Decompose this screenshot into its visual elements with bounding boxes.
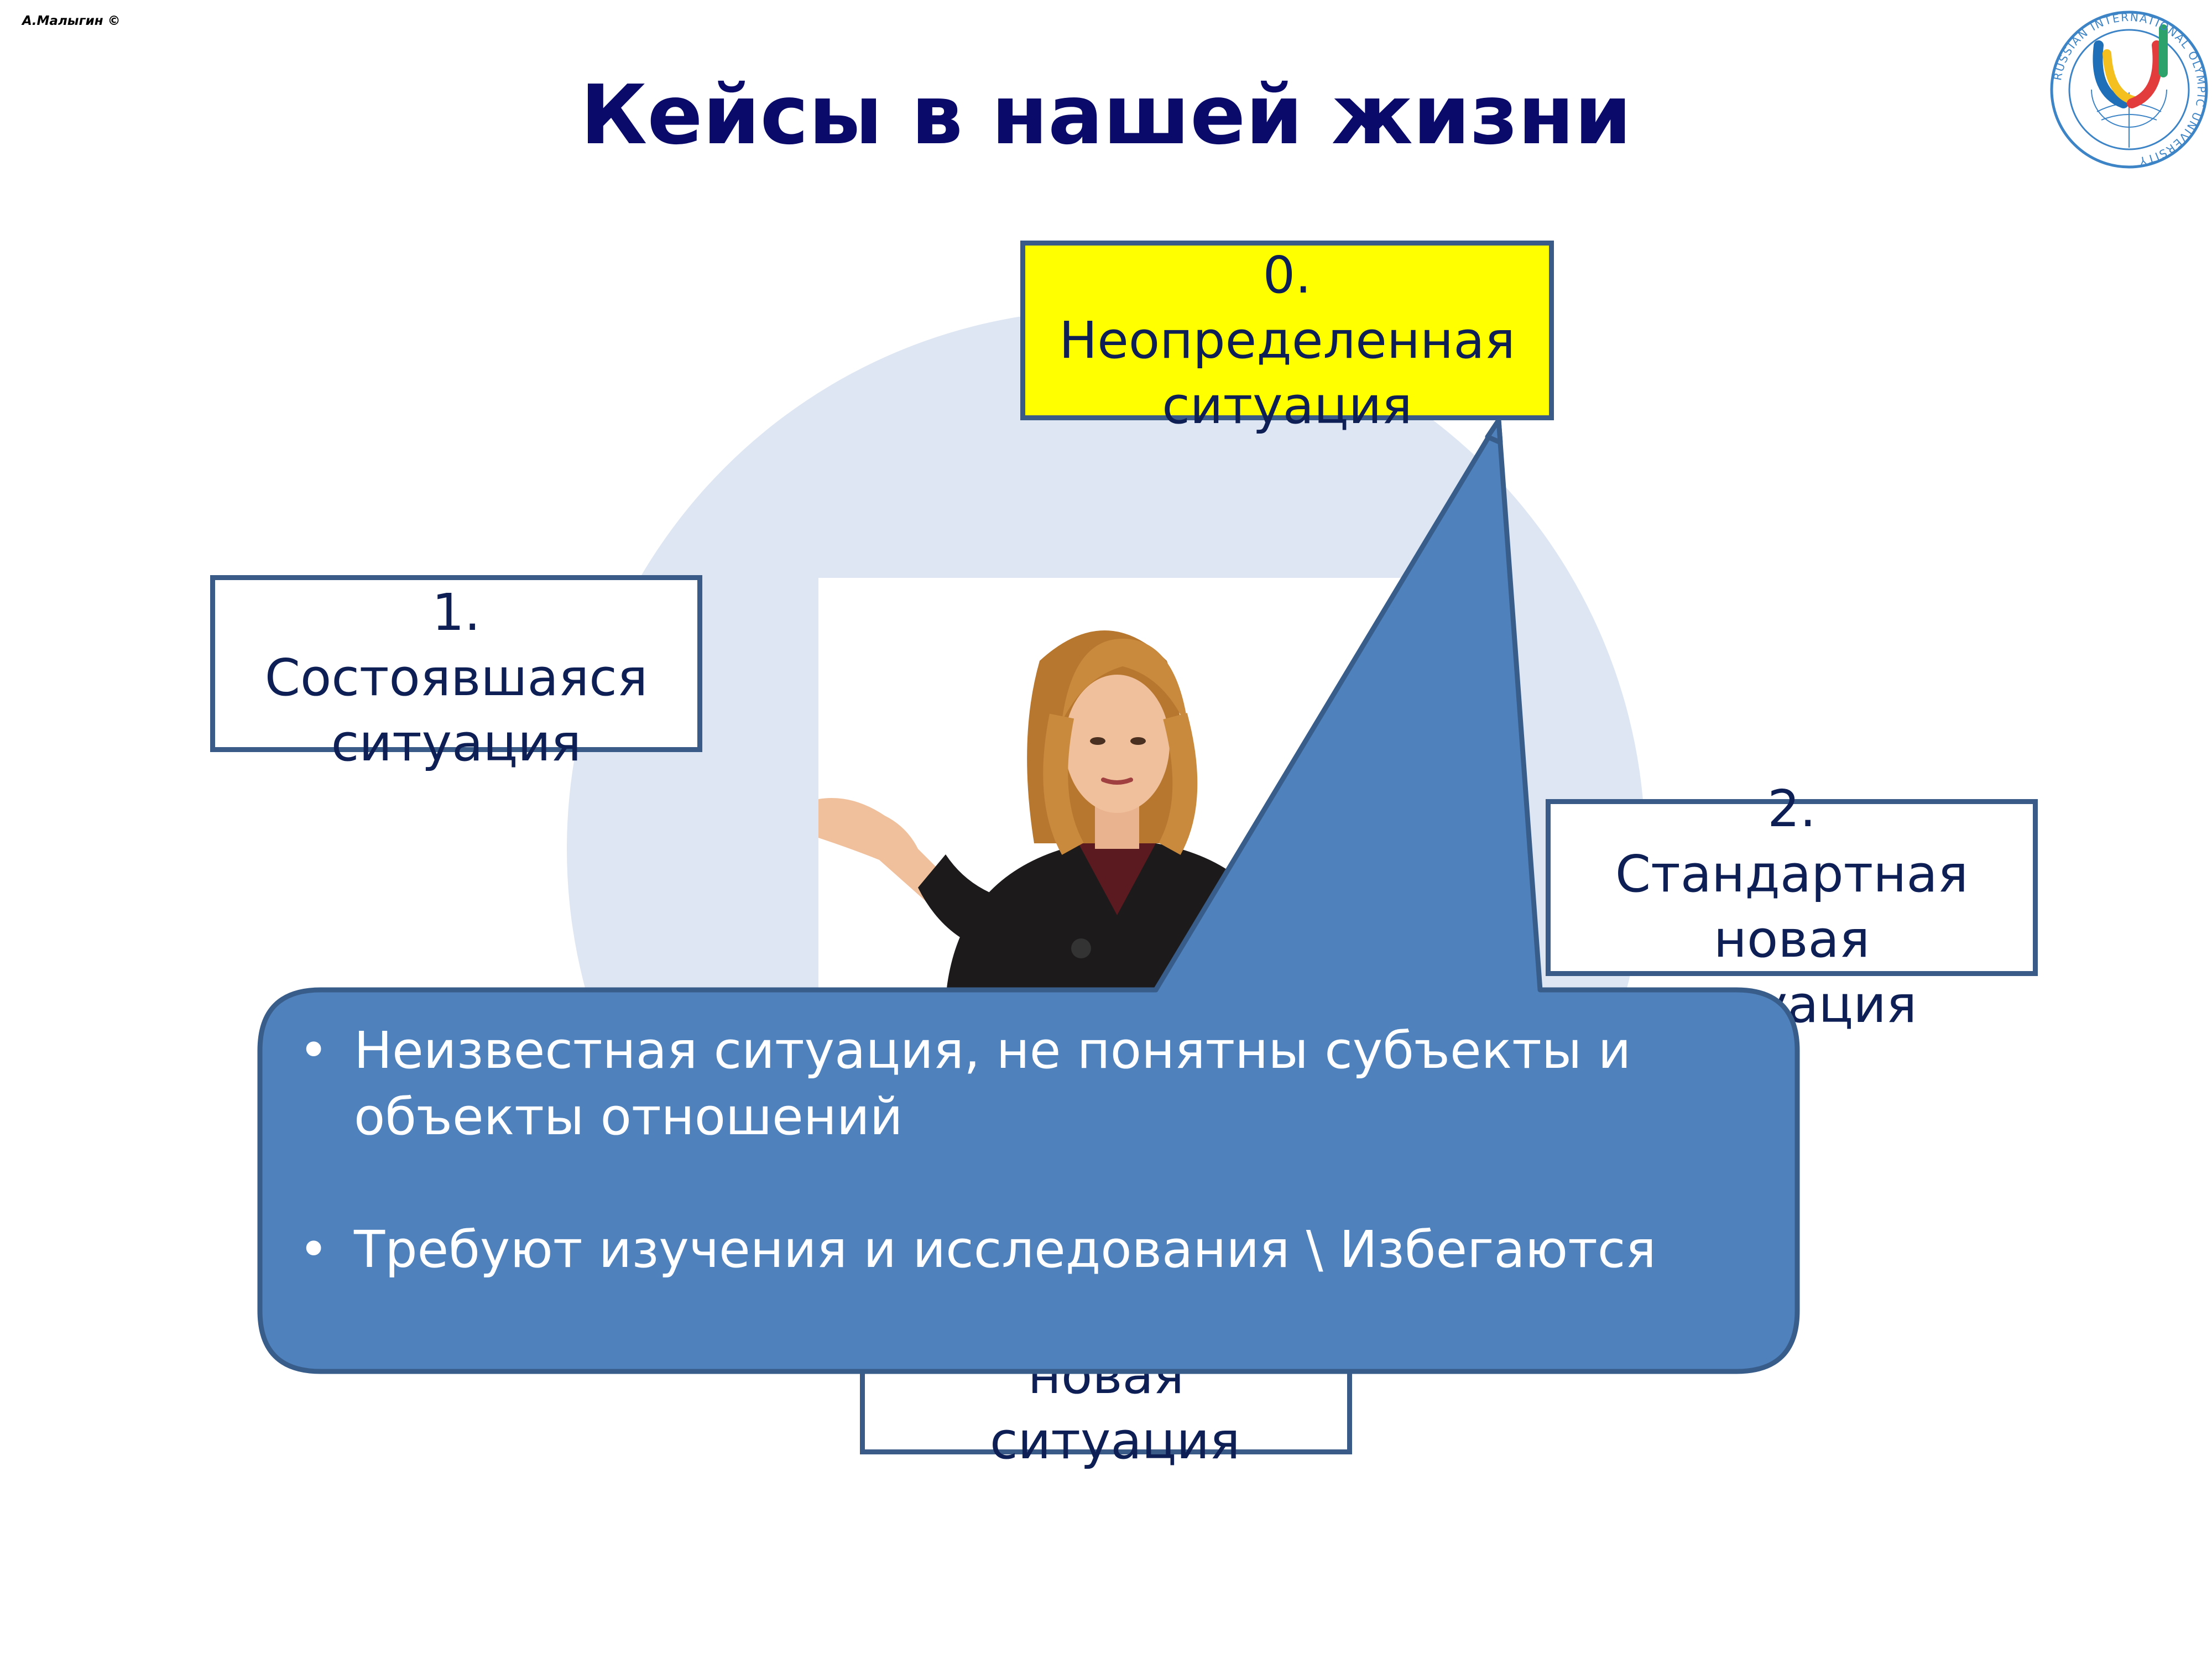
bullet-symbol: • <box>299 1220 329 1279</box>
university-logo: RUSSIAN INTERNATIONAL OLYMPIC UNIVERSITY <box>2050 11 2208 169</box>
box-number: 0. <box>1262 246 1312 305</box>
bullet-item: • Требуют изучения и исследования \ Избе… <box>299 1217 1781 1283</box>
box-number: 2. <box>1767 779 1816 838</box>
callout-bullets: • Неизвестная ситуация, не понятны субъе… <box>299 1018 1781 1349</box>
box-number: 1. <box>432 583 481 642</box>
slide-title: Кейсы в нашей жизни <box>580 67 1632 163</box>
situation-box-0: 0. Неопределенная ситуация <box>1020 241 1554 435</box>
bullet-item: • Неизвестная ситуация, не понятны субъе… <box>299 1018 1781 1150</box>
box-label: Неопределенная ситуация <box>1059 311 1515 435</box>
author-credit: А.Малыгин © <box>22 14 121 28</box>
bullet-symbol: • <box>299 1021 329 1080</box>
bullet-text: Неизвестная ситуация, не понятны субъект… <box>354 1021 1631 1146</box>
situation-box-1: 1. Состоявшаяся ситуация <box>210 575 702 773</box>
bullet-text: Требуют изучения и исследования \ Избега… <box>354 1220 1656 1279</box>
box-label: Состоявшаяся ситуация <box>264 648 648 773</box>
